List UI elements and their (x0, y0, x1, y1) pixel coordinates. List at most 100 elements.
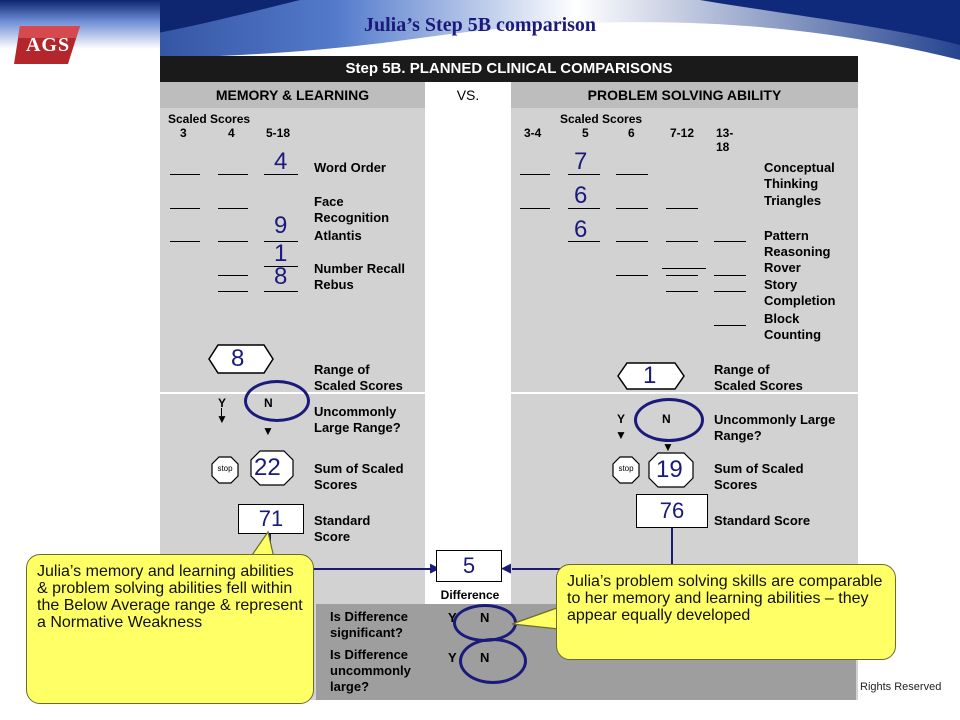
left-sum-value: 22 (254, 454, 281, 481)
logo-mark-icon (14, 26, 80, 64)
logo-name: AGS (25, 34, 71, 56)
copyright-text: Rights Reserved (860, 681, 942, 693)
right-age-5: 5 (582, 126, 589, 140)
right-sum-value: 19 (656, 456, 683, 483)
blank (616, 241, 648, 242)
blank (666, 275, 698, 276)
blank (714, 275, 746, 276)
score-pattern-reasoning: 6 (574, 216, 588, 243)
left-age-5-18: 5-18 (266, 126, 291, 140)
label-triangles: Triangles (764, 193, 822, 208)
left-y-arrow-icon: ▼ (216, 412, 228, 426)
blank (264, 174, 298, 175)
ags-logo: AGS PUBLISHING (10, 18, 90, 82)
difference-label: Difference (440, 588, 500, 602)
significant-y: Y (448, 610, 457, 625)
middle-column (425, 82, 511, 614)
label-standard-left: Standard Score (314, 513, 371, 544)
label-uncommon-right: Uncommonly Large Range? (714, 412, 836, 443)
blank (170, 208, 200, 209)
blank (264, 266, 298, 267)
blank (264, 241, 298, 242)
label-face-recognition: Face Recognition (314, 194, 390, 225)
left-to-diff-line (269, 568, 435, 570)
score-number-recall-1: 1 (274, 240, 288, 267)
slide-title: Julia’s Step 5B comparison (363, 14, 597, 36)
blank (666, 291, 698, 292)
right-age-3-4: 3-4 (524, 126, 542, 140)
right-n-circle (634, 398, 704, 442)
blank (714, 325, 746, 326)
left-callout: Julia’s memory and learning abilities & … (26, 554, 314, 704)
blank (662, 268, 706, 269)
right-arrow-icon: ◀ (501, 560, 511, 575)
blank (616, 208, 648, 209)
label-pattern-reasoning: Pattern Reasoning (764, 228, 831, 259)
right-standard-box: 76 (636, 494, 708, 528)
right-stop-icon (612, 456, 640, 484)
significant-n-circle (453, 604, 517, 642)
right-callout: Julia’s problem solving skills are compa… (556, 564, 896, 660)
right-range-label: Range of Scaled Scores (714, 362, 803, 393)
blank (666, 241, 698, 242)
left-stop-icon (211, 456, 239, 484)
blank (264, 291, 298, 292)
label-block-counting: Block Counting (764, 311, 822, 342)
left-standard-box: 71 (238, 504, 304, 534)
score-number-recall-8: 8 (274, 263, 288, 290)
form-header: Step 5B. PLANNED CLINICAL COMPARISONS (160, 56, 858, 82)
blank (218, 208, 248, 209)
left-age-3: 3 (180, 126, 187, 140)
left-n-arrow-icon: ▼ (262, 424, 274, 438)
blank (666, 208, 698, 209)
logo-sub: PUBLISHING (17, 68, 87, 77)
label-sum-left: Sum of Scaled Scores (314, 461, 404, 492)
uncommon-n-circle (459, 638, 527, 684)
left-y-label: Y (218, 396, 227, 410)
divider-range-right (511, 392, 858, 394)
label-sum-right: Sum of Scaled Scores (714, 461, 804, 492)
blank (520, 174, 550, 175)
blank (568, 208, 600, 209)
vs-label: VS. (425, 82, 511, 108)
left-sum-octagon (250, 450, 294, 486)
blank (218, 291, 248, 292)
right-y-label: Y (617, 412, 626, 426)
label-conceptual-thinking: Conceptual Thinking (764, 160, 835, 191)
right-age-6: 6 (628, 126, 635, 140)
left-range-label: Range of Scaled Scores (314, 362, 403, 393)
left-n-circle (244, 380, 310, 422)
blank (714, 291, 746, 292)
right-scaled-scores-label: Scaled Scores (560, 112, 643, 126)
right-stop-label: stop (618, 464, 634, 473)
uncommon-question: Is Difference uncommonly large? (330, 647, 411, 694)
blank (170, 174, 200, 175)
difference-box: 5 (436, 550, 502, 582)
score-word-order: 4 (274, 148, 288, 175)
left-arrow-icon: ▶ (430, 560, 440, 575)
blank (714, 241, 746, 242)
left-column-header: MEMORY & LEARNING (160, 82, 425, 108)
blank (218, 174, 248, 175)
right-y-arrow-icon: ▼ (615, 428, 627, 442)
blank (568, 174, 600, 175)
left-stop-label: stop (217, 464, 233, 473)
right-range-value: 1 (643, 362, 657, 389)
left-scaled-scores-label: Scaled Scores (168, 112, 251, 126)
label-atlantis: Atlantis (314, 228, 362, 243)
score-atlantis: 9 (274, 212, 288, 239)
right-sum-octagon (648, 452, 694, 488)
blank (616, 174, 648, 175)
left-age-4: 4 (228, 126, 235, 140)
label-standard-right: Standard Score (714, 513, 811, 528)
right-age-13-18: 13- 18 (716, 126, 734, 154)
right-age-7-12: 7-12 (670, 126, 695, 140)
score-triangles: 6 (574, 182, 588, 209)
score-conceptual-thinking: 7 (574, 148, 588, 175)
left-range-value: 8 (231, 345, 245, 372)
right-n-arrow-icon: ▼ (662, 440, 674, 454)
blank (218, 275, 248, 276)
label-rover: Rover (764, 260, 801, 275)
blank (568, 241, 600, 242)
significant-question: Is Difference significant? (330, 609, 409, 640)
